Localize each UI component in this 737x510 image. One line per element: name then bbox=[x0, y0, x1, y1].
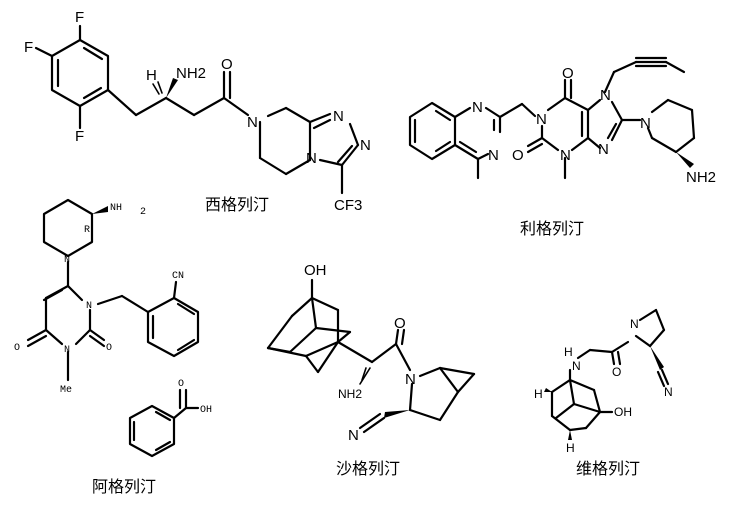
saxagliptin-atom-n-ring: N bbox=[405, 371, 416, 388]
linagliptin-atom-o-left: O bbox=[512, 147, 524, 164]
vildagliptin-atom-oh: OH bbox=[614, 405, 632, 419]
alogliptin-atom-o-right: O bbox=[106, 343, 112, 354]
alogliptin-atom-me: Me bbox=[60, 385, 72, 396]
alogliptin-atom-cn: CN bbox=[172, 271, 184, 282]
vildagliptin-name: 维格列汀 bbox=[576, 459, 640, 478]
saxagliptin-atom-o: O bbox=[394, 315, 406, 332]
linagliptin-atom-n7: N bbox=[600, 87, 611, 104]
linagliptin-atom-n9: N bbox=[598, 141, 609, 158]
linagliptin-atom-n-q1: N bbox=[472, 99, 483, 116]
linagliptin-atom-nh2: NH2 bbox=[686, 169, 716, 186]
vildagliptin-atom-n-nitrile: N bbox=[664, 385, 673, 399]
linagliptin-atom-n-q2: N bbox=[488, 147, 499, 164]
sitagliptin-atom-n-triazole-2: N bbox=[360, 137, 371, 154]
saxagliptin-atom-nh2: NH2 bbox=[338, 387, 362, 401]
sitagliptin-atom-n-triazole-1: N bbox=[333, 108, 344, 125]
alogliptin-atom-n-piperidine: N bbox=[64, 255, 70, 266]
sitagliptin-atom-f-left: F bbox=[24, 39, 33, 56]
linagliptin-atom-n1: N bbox=[536, 111, 547, 128]
sitagliptin-atom-f-top: F bbox=[75, 9, 84, 26]
sitagliptin-atom-nh2: NH2 bbox=[176, 65, 206, 82]
alogliptin-structure bbox=[26, 198, 200, 458]
saxagliptin-structure bbox=[266, 278, 476, 434]
sitagliptin-atom-n-amide: N bbox=[247, 114, 258, 131]
linagliptin-atom-n-piperidine: N bbox=[640, 115, 651, 132]
vildagliptin-atom-h-2: H bbox=[566, 441, 575, 455]
vildagliptin-atom-h-1: H bbox=[534, 387, 543, 401]
alogliptin-atom-n1: N bbox=[86, 301, 92, 312]
linagliptin-atom-n3: N bbox=[560, 147, 571, 164]
sitagliptin-atom-o: O bbox=[221, 56, 233, 73]
sitagliptin-atom-cf3: CF3 bbox=[334, 197, 362, 214]
alogliptin-atom-nh: NH bbox=[110, 203, 122, 214]
vildagliptin-structure bbox=[544, 308, 670, 440]
vildagliptin-atom-n-amine: N bbox=[572, 359, 581, 373]
vildagliptin-atom-h-amine: H bbox=[564, 345, 573, 359]
saxagliptin-name: 沙格列汀 bbox=[336, 459, 400, 478]
linagliptin-atom-o-top: O bbox=[562, 65, 574, 82]
alogliptin-atom-oh-acid: OH bbox=[200, 405, 212, 416]
linagliptin-structure bbox=[408, 56, 696, 180]
sitagliptin-atom-n-fused: N bbox=[306, 150, 317, 167]
alogliptin-atom-o-acid: O bbox=[178, 379, 184, 390]
alogliptin-name: 阿格列汀 bbox=[92, 477, 156, 496]
vildagliptin-atom-n-ring: N bbox=[630, 317, 639, 331]
sitagliptin-atom-h: H bbox=[146, 67, 157, 84]
alogliptin-atom-o-left: O bbox=[14, 343, 20, 354]
alogliptin-atom-2: 2 bbox=[140, 207, 146, 218]
linagliptin-name: 利格列汀 bbox=[520, 219, 584, 238]
vildagliptin-atom-o: O bbox=[612, 365, 621, 379]
sitagliptin-structure bbox=[34, 24, 360, 195]
sitagliptin-atom-f-bottom: F bbox=[75, 128, 84, 145]
saxagliptin-atom-n-nitrile: N bbox=[348, 427, 359, 444]
alogliptin-atom-r: R bbox=[84, 225, 90, 236]
sitagliptin-name: 西格列汀 bbox=[205, 195, 269, 214]
alogliptin-atom-n3: N bbox=[64, 345, 70, 356]
saxagliptin-atom-oh: OH bbox=[304, 262, 327, 279]
